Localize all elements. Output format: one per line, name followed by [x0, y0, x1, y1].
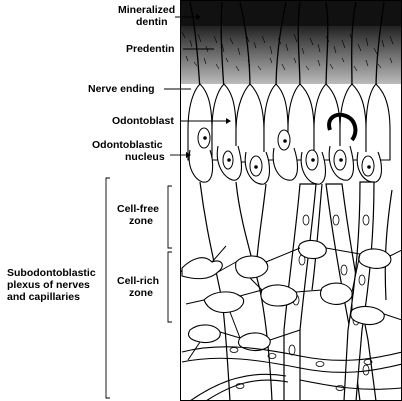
nerve-plexus	[181, 346, 402, 401]
nerve-bundle-curl	[327, 112, 358, 142]
svg-text:Cell-free: Cell-free	[117, 203, 159, 215]
svg-text:Mineralized: Mineralized	[118, 4, 175, 16]
svg-text:nucleus: nucleus	[125, 151, 165, 163]
plexus-cells	[229, 347, 373, 391]
svg-text:Odontoblast: Odontoblast	[112, 115, 174, 127]
label-odontoblastic-nucleus: Odontoblastic nucleus	[92, 139, 191, 163]
svg-text:Predentin: Predentin	[126, 43, 174, 55]
label-mineralized-dentin: Mineralized dentin	[118, 4, 201, 28]
label-predentin: Predentin	[126, 43, 214, 55]
svg-text:zone: zone	[129, 215, 153, 227]
svg-text:Nerve ending: Nerve ending	[88, 83, 155, 95]
predentin-layer	[180, 26, 402, 84]
svg-text:Odontoblastic: Odontoblastic	[92, 139, 163, 151]
label-odontoblast: Odontoblast	[112, 115, 231, 127]
cell-rich-zone-cells	[181, 239, 392, 352]
odontoblastic-processes	[189, 1, 385, 91]
label-nerve-ending: Nerve ending	[88, 83, 191, 95]
label-cell-free-zone: Cell-free zone	[117, 185, 172, 249]
svg-text:Cell-rich: Cell-rich	[117, 275, 159, 287]
mineralized-dentin-layer	[180, 0, 402, 28]
svg-text:zone: zone	[129, 287, 153, 299]
svg-text:dentin: dentin	[136, 16, 168, 28]
label-cell-rich-zone: Cell-rich zone	[117, 251, 172, 323]
histology-illustration	[180, 0, 402, 401]
nucleus-dots	[203, 136, 371, 169]
svg-text:and capillaries: and capillaries	[7, 291, 80, 303]
svg-text:Subodontoblastic: Subodontoblastic	[7, 267, 96, 279]
label-subodontoblastic-plexus: Subodontoblastic plexus of nerves and ca…	[7, 177, 110, 399]
svg-text:plexus of nerves: plexus of nerves	[7, 279, 90, 291]
